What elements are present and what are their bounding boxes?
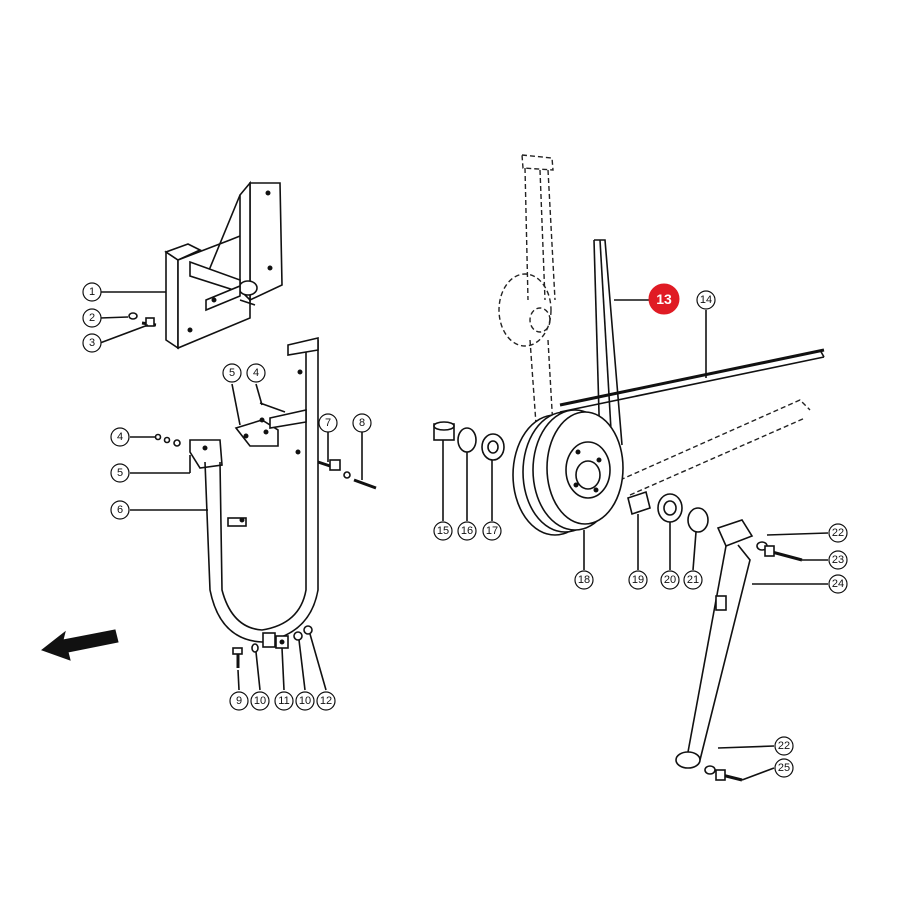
circlip-16 [457,427,477,453]
callout-label: 14 [700,294,712,306]
highlight-label: 13 [656,291,672,307]
callout-label: 17 [486,525,498,537]
tension-arm-24 [675,519,754,769]
callout-6: 6 [110,500,130,520]
callout-label: 11 [278,695,289,707]
callout-18: 18 [574,570,594,590]
washer-10a [251,643,259,653]
leader-lines [99,291,829,781]
callout-label: 18 [578,574,590,586]
callout-2: 2 [82,308,102,328]
callout-label: 21 [687,574,699,586]
callout-label: 25 [778,762,790,774]
callout-label: 4 [117,431,123,443]
bushing-19 [627,490,651,516]
callout-label: 8 [359,417,365,429]
callout-label: 3 [89,337,95,349]
callout-5a: 5 [222,363,242,383]
belt-14 [559,348,825,413]
callout-label: 7 [325,417,331,429]
callout-4b: 4 [246,363,266,383]
bolt-washer-4-lower [154,433,181,447]
callout-15: 15 [433,521,453,541]
callout-8: 8 [352,413,372,433]
callout-label: 4 [253,367,259,379]
bearing-20 [657,493,683,523]
callout-17: 17 [482,521,502,541]
bolt-25 [715,769,743,782]
callout-24: 24 [828,574,848,594]
callout-25: 25 [774,758,794,778]
callout-label: 22 [832,527,844,539]
callout-16: 16 [457,521,477,541]
washer-22-lower [704,765,716,775]
circlip-21 [687,507,709,533]
callout-4a: 4 [110,427,130,447]
callout-label: 16 [461,525,473,537]
callout-12: 12 [316,691,336,711]
bracket-plate-5-lower [189,439,223,469]
callout-7: 7 [318,413,338,433]
washer-2 [128,312,138,320]
highlight-marker [648,283,680,315]
callout-5b: 5 [110,463,130,483]
nut-11 [275,635,289,649]
pin-7 [317,459,341,471]
callout-9: 9 [229,691,249,711]
pulley-18 [512,409,624,536]
callout-label: 5 [117,467,123,479]
callout-22b: 22 [774,736,794,756]
bushing-15 [433,421,455,441]
callout-11: 11 [274,691,294,711]
callout-21: 21 [683,570,703,590]
callout-label: 23 [832,554,844,566]
callout-label: 2 [89,312,95,324]
callout-label: 10 [299,695,311,707]
bolt-8 [343,471,377,490]
callout-19: 19 [628,570,648,590]
washer-10b [293,631,303,641]
bolt-23 [764,545,803,562]
callout-label: 5 [229,367,235,379]
callout-label: 22 [778,740,790,752]
callout-22a: 22 [828,523,848,543]
callout-label: 9 [236,695,242,707]
bearing-17 [481,433,505,461]
callout-10a: 10 [250,691,270,711]
bolt-9 [232,647,243,668]
callout-10b: 10 [295,691,315,711]
callout-label: 1 [89,286,95,298]
v-belt-13 [593,239,623,449]
bolt-washer-4-upper [259,402,286,413]
callout-label: 20 [664,574,676,586]
callout-label: 15 [437,525,449,537]
direction-arrow-icon [40,629,119,661]
bracket-plate-5-upper [234,415,283,447]
callout-label: 12 [320,695,332,707]
bracket-part [164,180,283,350]
callout-13-highlighted[interactable]: 13 [648,283,680,315]
callout-label: 6 [117,504,123,516]
callout-label: 10 [254,695,266,707]
callout-label: 19 [632,574,644,586]
callout-20: 20 [660,570,680,590]
callout-23: 23 [828,550,848,570]
callout-3: 3 [82,333,102,353]
callout-1: 1 [82,282,102,302]
u-strap-6 [204,336,319,648]
callout-14: 14 [696,290,716,310]
callout-label: 24 [832,578,844,590]
nut-12 [303,625,313,635]
screw-3 [141,317,157,327]
